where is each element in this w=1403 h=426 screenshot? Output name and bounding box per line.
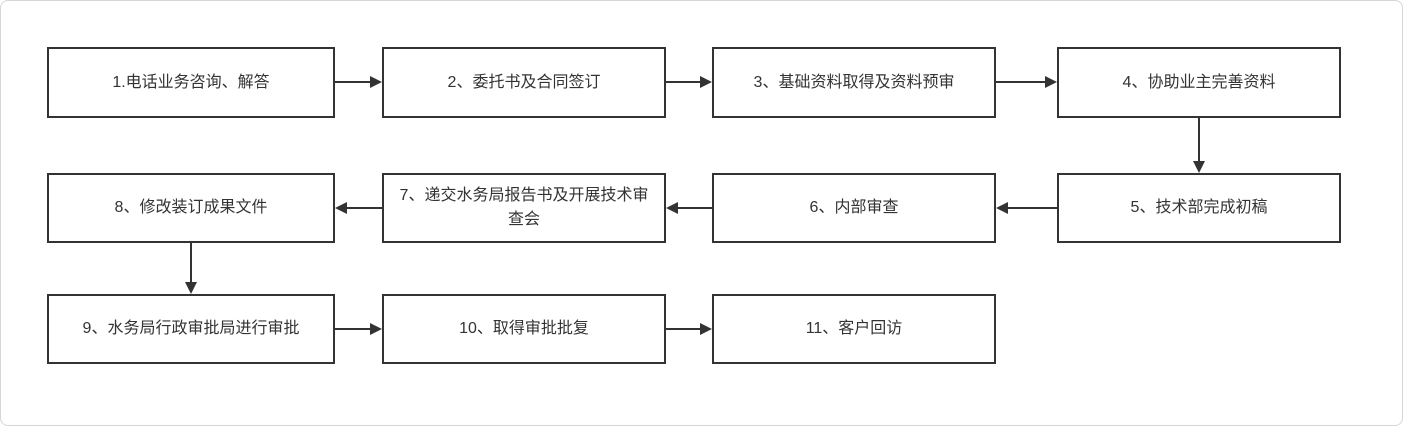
- arrow-7-to-8-icon: [335, 202, 382, 214]
- flow-node-2-label: 2、委托书及合同签订: [447, 73, 601, 91]
- flow-node-6-label: 6、内部审查: [809, 199, 899, 216]
- arrow-6-to-7-icon: [666, 202, 712, 214]
- flow-node-8: 8、修改装订成果文件: [47, 173, 335, 243]
- arrow-8-to-9-icon: [185, 243, 197, 294]
- flow-node-5-label: 5、技术部完成初稿: [1130, 199, 1268, 216]
- flow-node-5: 5、技术部完成初稿: [1057, 173, 1341, 243]
- flow-node-4-label: 4、协助业主完善资料: [1122, 73, 1276, 91]
- arrow-2-to-3-icon: [666, 76, 712, 88]
- flow-node-8-label: 8、修改装订成果文件: [114, 199, 268, 216]
- flow-node-11: 11、客户回访: [712, 294, 996, 364]
- arrow-4-to-5-icon: [1193, 118, 1205, 173]
- arrow-1-to-2-icon: [335, 76, 382, 88]
- arrow-3-to-4-icon: [996, 76, 1057, 88]
- flow-node-6: 6、内部审查: [712, 173, 996, 243]
- flow-node-3-label: 3、基础资料取得及资料预审: [753, 73, 955, 91]
- flow-node-1-label: 1.电话业务咨询、解答: [112, 73, 270, 91]
- flow-node-1: 1.电话业务咨询、解答: [47, 47, 335, 118]
- arrow-5-to-6-icon: [996, 202, 1057, 214]
- flow-node-2: 2、委托书及合同签订: [382, 47, 666, 118]
- flow-node-4: 4、协助业主完善资料: [1057, 47, 1341, 118]
- flow-node-10-label: 10、取得审批批复: [459, 320, 589, 337]
- arrow-10-to-11-icon: [666, 323, 712, 335]
- flow-node-7-label: 7、递交水务局报告书及开展技术审查会: [399, 187, 649, 228]
- arrow-9-to-10-icon: [335, 323, 382, 335]
- flow-node-7: 7、递交水务局报告书及开展技术审查会: [382, 173, 666, 243]
- flow-node-9-label: 9、水务局行政审批局进行审批: [82, 320, 300, 337]
- flow-node-11-label: 11、客户回访: [805, 320, 903, 337]
- flow-node-9: 9、水务局行政审批局进行审批: [47, 294, 335, 364]
- flow-node-3: 3、基础资料取得及资料预审: [712, 47, 996, 118]
- flow-node-10: 10、取得审批批复: [382, 294, 666, 364]
